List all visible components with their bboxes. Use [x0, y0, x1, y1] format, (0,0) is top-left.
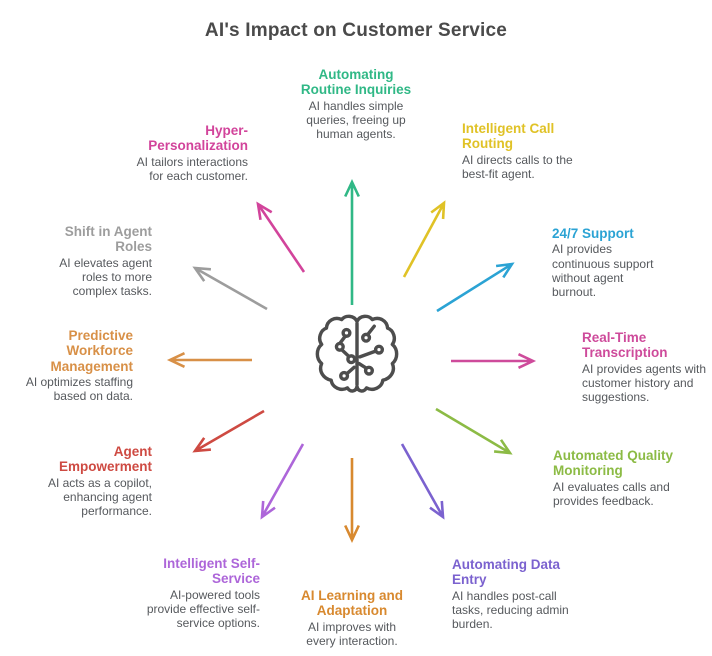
topic-intelligent-self-service: Intelligent Self-Service AI-powered tool… — [134, 556, 260, 630]
topic-heading: Real-Time Transcription — [582, 330, 668, 361]
topic-description: AI handles post-call tasks, reducing adm… — [452, 588, 569, 632]
arrow-shift-in-agent-roles — [192, 266, 268, 311]
topic-heading: Predictive Workforce Management — [50, 328, 133, 374]
topic-heading: Automating Data Entry — [452, 557, 560, 588]
topic-heading: AI Learning and Adaptation — [300, 588, 403, 619]
topic-heading: Intelligent Self-Service — [163, 556, 260, 587]
topic-intelligent-call-routing: Intelligent Call Routing AI directs call… — [462, 121, 582, 181]
arrow-automating-data-entry — [400, 443, 445, 520]
topic-heading: Shift in Agent Roles — [64, 224, 152, 255]
arrow-ai-learning-and-adaptation — [344, 458, 360, 544]
topic-heading: Intelligent Call Routing — [462, 121, 555, 152]
topic-description: AI evaluates calls and provides feedback… — [553, 479, 670, 508]
topic-shift-in-agent-roles: Shift in Agent Roles AI elevates agent r… — [52, 224, 152, 298]
page-title: AI's Impact on Customer Service — [204, 20, 508, 41]
topic-description: AI elevates agent roles to more complex … — [59, 255, 152, 299]
arrow-intelligent-self-service — [260, 443, 305, 520]
topic-description: AI provides continuous support without a… — [552, 242, 654, 299]
brain-circuit-icon — [315, 314, 399, 393]
topic-description: AI directs calls to the best-fit agent. — [462, 152, 573, 181]
arrow-intelligent-call-routing — [402, 200, 446, 278]
topic-heading: Automating Routine Inquiries — [300, 67, 412, 98]
arrow-agent-empowerment — [192, 409, 265, 453]
arrow-real-time-transcription — [451, 353, 537, 369]
topic-ai-learning-and-adaptation: AI Learning and Adaptation AI improves w… — [292, 588, 412, 648]
topic-agent-empowerment: Agent Empowerment AI acts as a copilot, … — [40, 444, 152, 518]
arrow-24-7-support — [436, 262, 515, 313]
topic-24-7-support: 24/7 Support AI provides continuous supp… — [552, 226, 670, 299]
topic-predictive-workforce-management: Predictive Workforce Management AI optim… — [15, 328, 133, 403]
arrow-hyper-personalization — [256, 201, 306, 273]
topic-heading: Hyper-Personalization — [148, 123, 248, 154]
topic-real-time-transcription: Real-Time Transcription AI provides agen… — [582, 330, 708, 404]
topic-heading: Agent Empowerment — [58, 444, 152, 475]
arrow-automating-routine-inquiries — [344, 178, 360, 305]
topic-description: AI acts as a copilot, enhancing agent pe… — [47, 475, 152, 519]
topic-description: AI provides agents with customer history… — [582, 361, 707, 405]
topic-description: AI-powered tools provide effective self-… — [146, 587, 260, 631]
topic-heading: Automated Quality Monitoring — [553, 448, 674, 479]
topic-description: AI optimizes staffing based on data. — [25, 375, 133, 404]
topic-description: AI improves with every interaction. — [306, 619, 398, 648]
topic-description: AI handles simple queries, freeing up hu… — [306, 98, 406, 142]
topic-automated-quality-monitoring: Automated Quality Monitoring AI evaluate… — [553, 448, 693, 508]
topic-automating-routine-inquiries: Automating Routine Inquiries AI handles … — [296, 67, 416, 141]
topic-description: AI tailors interactions for each custome… — [136, 154, 248, 183]
topic-hyper-personalization: Hyper-Personalization AI tailors interac… — [122, 123, 248, 183]
topic-heading: 24/7 Support — [552, 226, 634, 241]
arrow-automated-quality-monitoring — [435, 407, 513, 455]
topic-automating-data-entry: Automating Data Entry AI handles post-ca… — [452, 557, 582, 631]
arrow-predictive-workforce-management — [166, 352, 252, 368]
